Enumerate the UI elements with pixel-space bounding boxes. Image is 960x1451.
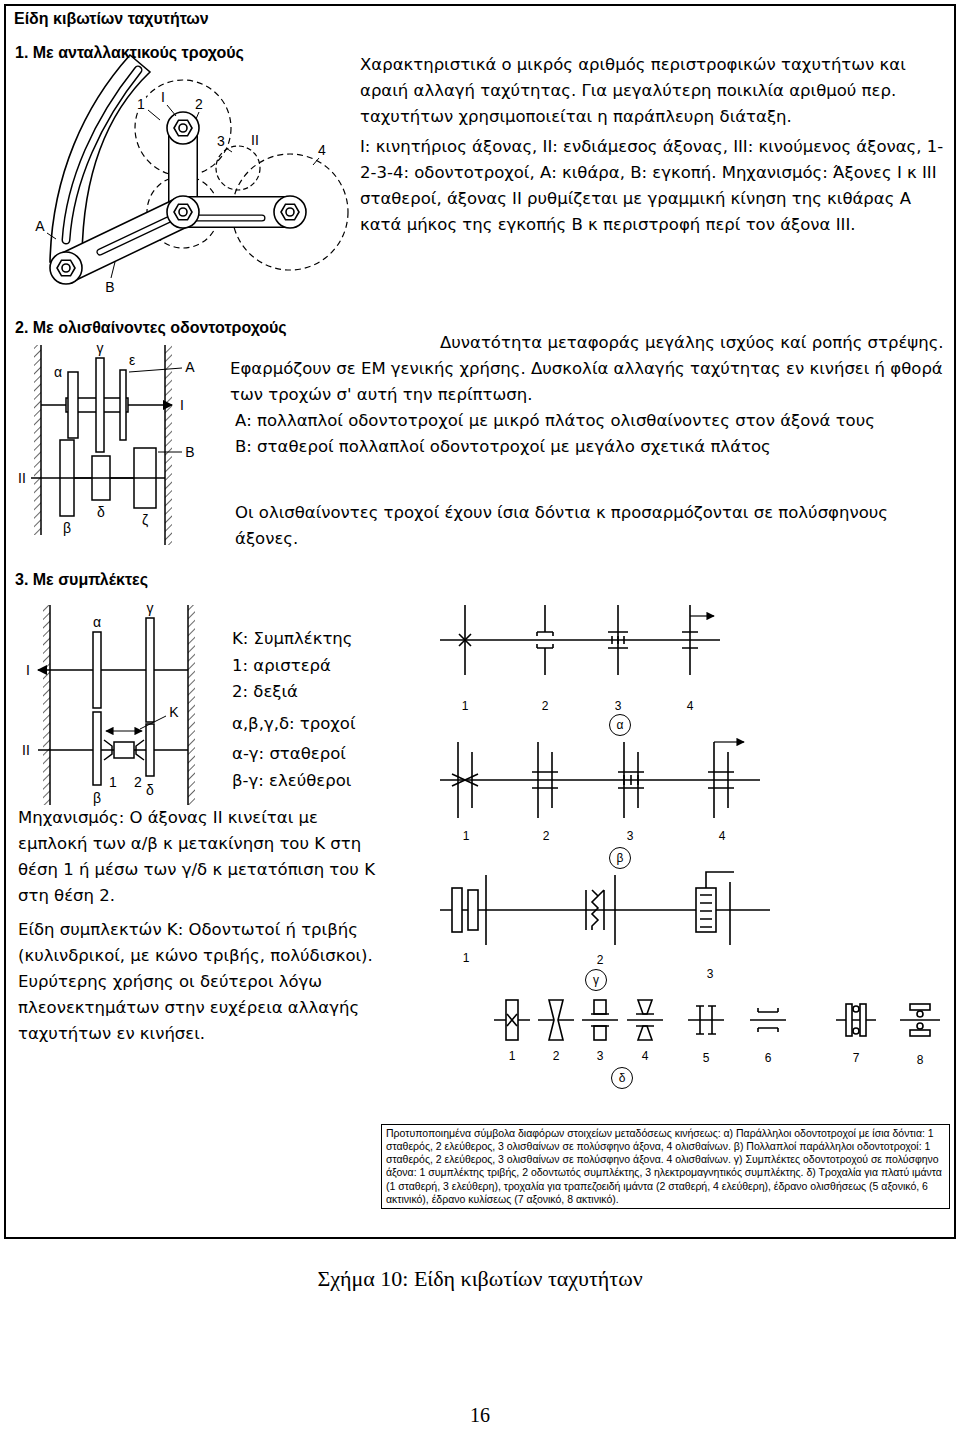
page-frame bbox=[5, 5, 955, 1238]
part-label: γ bbox=[96, 341, 105, 355]
callout-number: 3 bbox=[614, 700, 623, 712]
change-gear-drawing bbox=[47, 55, 348, 284]
section-heading: 1. Με ανταλλακτικούς τροχούς bbox=[15, 43, 244, 63]
sliding-gear-drawing bbox=[31, 345, 182, 545]
part-label: 3 bbox=[216, 134, 226, 148]
part-label: δ bbox=[145, 783, 155, 797]
part-label: ζ bbox=[141, 513, 149, 527]
callout-number: 2 bbox=[552, 1050, 561, 1062]
callout-number: 2 bbox=[542, 830, 551, 842]
handwritten-note-line: β-γ: ελεύθεροι bbox=[232, 770, 351, 792]
symbol-group-letter: δ bbox=[611, 1067, 633, 1089]
part-label: Ι bbox=[25, 663, 31, 677]
callout-number: 1 bbox=[508, 1050, 517, 1062]
legend-text: Προτυποποιημένα σύμβολα διαφόρων στοιχεί… bbox=[386, 1127, 945, 1206]
handwritten-note-line: Κ: Συμπλέκτης bbox=[232, 628, 353, 650]
group-letter: β bbox=[617, 852, 624, 864]
group-letter: δ bbox=[619, 1072, 626, 1084]
handwritten-note: Α: πολλαπλοί οδοντοτροχοί με μικρό πλάτο… bbox=[235, 408, 945, 434]
callout-number: 1 bbox=[462, 830, 471, 842]
part-label: Α bbox=[184, 360, 195, 374]
part-label: 1 bbox=[108, 775, 118, 789]
part-label: ε bbox=[128, 353, 136, 367]
part-label: ΙΙ bbox=[17, 471, 27, 485]
handwritten-note-line: 1: αριστερά bbox=[232, 655, 331, 677]
part-label: β bbox=[92, 791, 102, 805]
symbol-legend-box: Προτυποποιημένα σύμβολα διαφόρων στοιχεί… bbox=[381, 1124, 950, 1209]
part-label: Α bbox=[34, 219, 45, 233]
clutch-gearbox-drawing bbox=[38, 605, 195, 805]
part-label: 2 bbox=[133, 775, 143, 789]
page-number: 16 bbox=[450, 1404, 510, 1427]
callout-number: 6 bbox=[764, 1052, 773, 1064]
part-label: Ι bbox=[179, 398, 185, 412]
part-label: α bbox=[92, 615, 102, 629]
section-heading: 2. Με ολισθαίνοντες οδοντοτροχούς bbox=[15, 318, 287, 338]
handwritten-note: Χαρακτηριστικά ο μικρός αριθμός περιστρο… bbox=[360, 52, 945, 130]
callout-number: 1 bbox=[461, 700, 470, 712]
callout-number: 3 bbox=[626, 830, 635, 842]
callout-number: 3 bbox=[596, 1050, 605, 1062]
part-label: α bbox=[53, 365, 63, 379]
part-label: 4 bbox=[317, 143, 327, 157]
standard-symbols bbox=[440, 605, 940, 1040]
callout-number: 4 bbox=[718, 830, 727, 842]
part-label: 2 bbox=[194, 97, 204, 111]
callout-number: 1 bbox=[462, 952, 471, 964]
figure-caption: Σχήμα 10: Είδη κιβωτίων ταχυτήτων bbox=[0, 1266, 960, 1292]
part-label: Ι bbox=[160, 90, 166, 104]
callout-number: 8 bbox=[916, 1054, 925, 1066]
handwritten-note: Ι: κινητήριος άξονας, ΙΙ: ενδιάμεσος άξο… bbox=[360, 134, 945, 238]
symbol-group-letter: γ bbox=[585, 969, 607, 991]
section-heading: 3. Με συμπλέκτες bbox=[15, 570, 148, 590]
callout-number: 2 bbox=[596, 954, 605, 966]
part-label: ΙΙ bbox=[250, 133, 260, 147]
part-label: β bbox=[62, 521, 72, 535]
handwritten-note-line: α-γ: σταθεροί bbox=[232, 743, 346, 765]
handwritten-note: Μηχανισμός: Ο άξονας ΙΙ κινείται με εμπλ… bbox=[18, 805, 390, 909]
callout-number: 7 bbox=[852, 1052, 861, 1064]
callout-number: 3 bbox=[706, 968, 715, 980]
callout-number: 5 bbox=[702, 1052, 711, 1064]
handwritten-note: Είδη συμπλεκτών Κ: Οδοντωτοί ή τριβής (κ… bbox=[18, 917, 390, 1047]
handwritten-note: Β: σταθεροί πολλαπλοί οδοντοτροχοί με με… bbox=[235, 434, 945, 460]
part-label: Β bbox=[184, 445, 195, 459]
part-label: Β bbox=[104, 280, 115, 294]
callout-number: 2 bbox=[541, 700, 550, 712]
callout-number: 4 bbox=[686, 700, 695, 712]
symbol-group-letter: α bbox=[609, 714, 631, 736]
part-label: Κ bbox=[168, 705, 179, 719]
group-letter: α bbox=[617, 719, 624, 731]
page-title: Είδη κιβωτίων ταχυτήτων bbox=[14, 9, 209, 29]
group-letter: γ bbox=[593, 974, 599, 986]
part-label: δ bbox=[96, 505, 106, 519]
handwritten-note: Οι ολισθαίνοντες τροχοί έχουν ίσια δόντι… bbox=[235, 500, 945, 552]
part-label: 1 bbox=[136, 97, 146, 111]
symbol-group-letter: β bbox=[609, 847, 631, 869]
handwritten-note-line: α,β,γ,δ: τροχοί bbox=[232, 713, 356, 735]
part-label: γ bbox=[146, 601, 155, 615]
handwritten-note: Δυνατότητα μεταφοράς μεγάλης ισχύος καί … bbox=[230, 330, 945, 408]
callout-number: 4 bbox=[641, 1050, 650, 1062]
part-label: ΙΙ bbox=[21, 743, 31, 757]
handwritten-note-line: 2: δεξιά bbox=[232, 681, 298, 703]
